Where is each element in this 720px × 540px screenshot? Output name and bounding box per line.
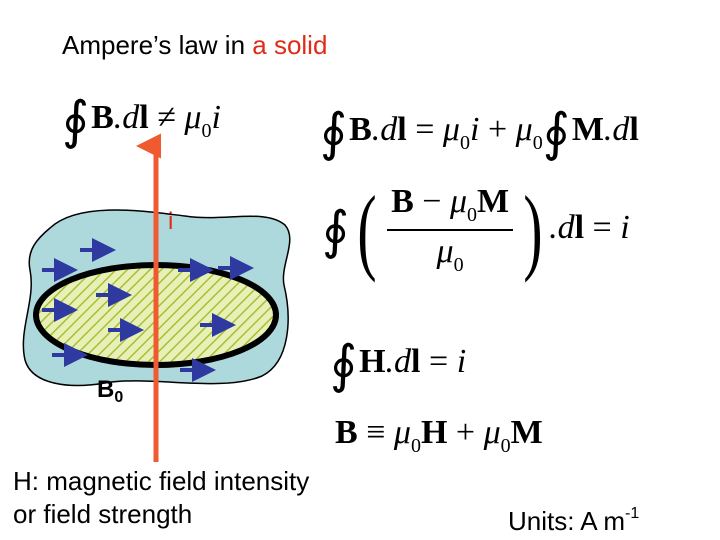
title-highlight: a solid bbox=[252, 30, 328, 60]
h-definition-text: H: magnetic field intensity or field str… bbox=[13, 465, 309, 530]
field-b0-label: B0 bbox=[97, 376, 124, 406]
definition-line-1: H: magnetic field intensity bbox=[13, 466, 310, 496]
solid-diagram bbox=[22, 133, 291, 462]
magnetization-arrows bbox=[42, 238, 254, 382]
equation-b-definition: B ≡ μ0H + μ0M bbox=[335, 414, 543, 457]
definition-line-2: or field strength bbox=[13, 498, 193, 529]
equation-h-field: ∮H.dl = i bbox=[330, 337, 467, 394]
current-label: i bbox=[168, 208, 174, 235]
equation-ampere-magnetization: ∮B.dl = μ0i + μ0∮M.dl bbox=[320, 105, 639, 162]
slide-title: Ampere’s law in a solid bbox=[62, 30, 327, 61]
title-prefix: Ampere’s law in bbox=[62, 30, 253, 60]
units-text: Units: A m-1 bbox=[508, 505, 640, 537]
equation-inequality: ∮B.dl ≠ μ0i bbox=[62, 93, 221, 150]
